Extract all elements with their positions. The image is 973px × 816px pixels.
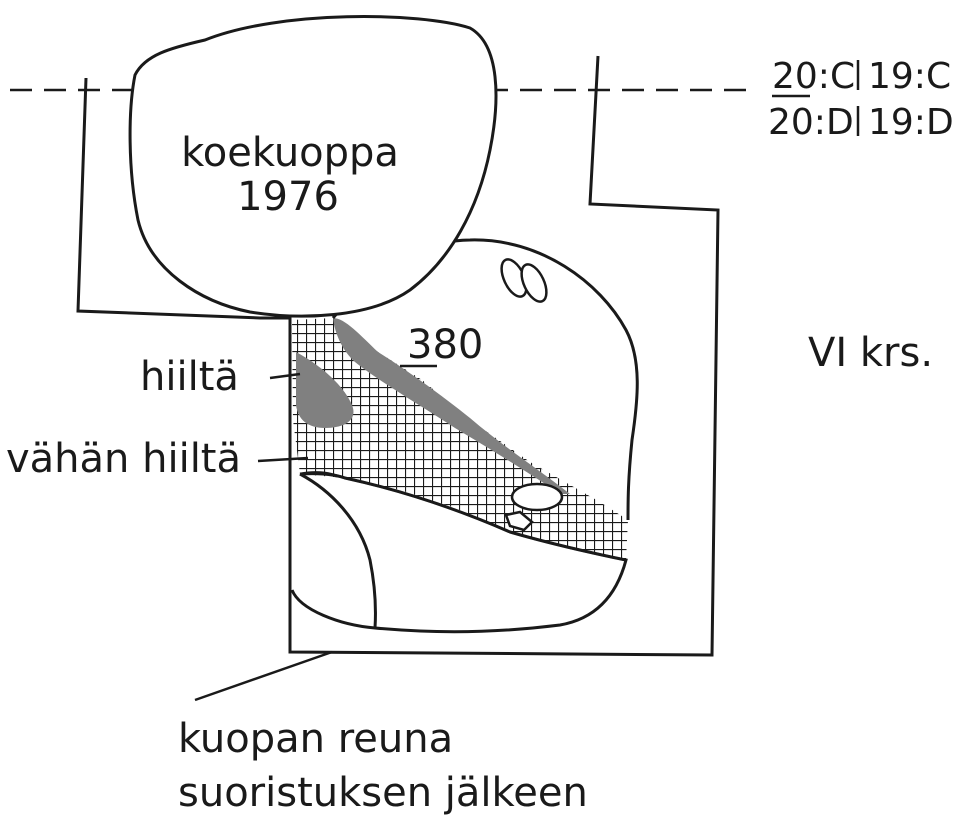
band-lower-boundary: [299, 471, 627, 562]
legend-charcoal-label: hiiltä: [140, 354, 239, 400]
charcoal-area-band: [333, 318, 570, 494]
stone-2: [520, 263, 548, 303]
layer-label: VI krs.: [808, 330, 933, 376]
charcoal-area-left: [296, 352, 354, 428]
grid-label-19D: 19:D: [868, 102, 954, 143]
excavation-area-outline: [76, 55, 720, 657]
legend-little-charcoal-leader: [257, 456, 309, 463]
test-pit-name: koekuoppa: [181, 130, 399, 176]
depth-label: 380: [407, 322, 483, 368]
grid-label-20D: 20:D: [768, 102, 854, 143]
pit-edge-caption-line2: suoristuksen jälkeen: [178, 770, 588, 816]
stone-3: [510, 482, 564, 512]
test-pit-outline: [128, 15, 498, 318]
pit-edge-caption-line1: kuopan reuna: [178, 716, 453, 762]
stone-4: [504, 510, 534, 532]
grid-label-20C: 20:C: [772, 56, 855, 97]
feature-left-lobe: [299, 472, 377, 629]
grid-label-19C: 19:C: [868, 56, 951, 97]
test-pit-year: 1976: [237, 174, 339, 220]
legend-little-charcoal-label: vähän hiiltä: [6, 436, 241, 482]
pit-edge-leader: [194, 650, 333, 702]
legend-charcoal-leader: [269, 372, 301, 380]
